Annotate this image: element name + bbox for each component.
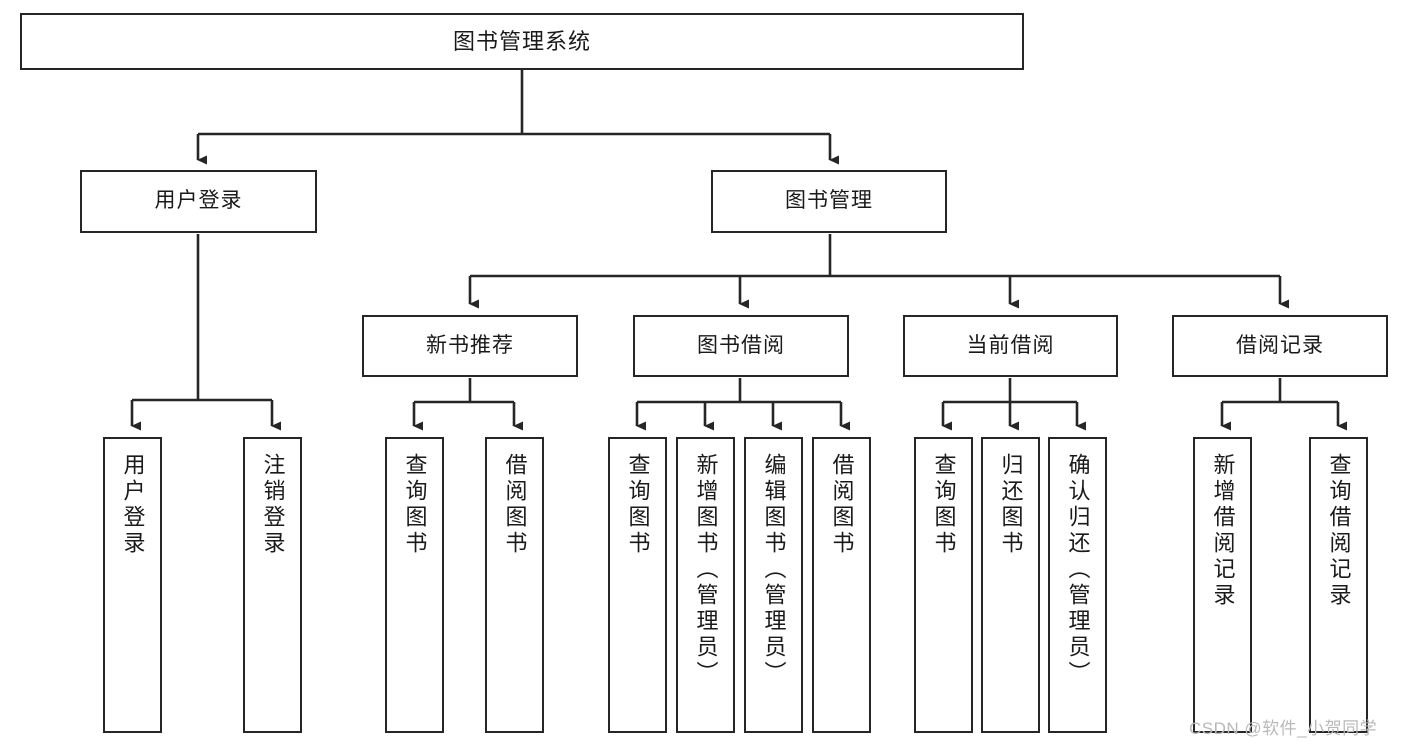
leaf-borrow-books-borrowing[interactable]: 借阅图书 [812,437,871,733]
node-label: 查询图书 [402,453,428,557]
node-label: 查询图书 [625,453,651,557]
leaf-confirm-return-admin[interactable]: 确认归还（管理员） [1048,437,1107,733]
node-label: 确认归还（管理员） [1065,453,1091,687]
leaf-query-books-borrowing[interactable]: 查询图书 [608,437,667,733]
node-label: 当前借阅 [966,333,1055,357]
node-book-management[interactable]: 图书管理 [711,170,947,233]
node-label: 归还图书 [998,453,1024,557]
node-label: 用户登录 [120,453,146,557]
node-label: 图书管理 [785,189,873,213]
leaf-add-book-admin[interactable]: 新增图书（管理员） [676,437,735,733]
node-new-book-recommendation[interactable]: 新书推荐 [362,315,578,377]
node-label: 借阅记录 [1236,333,1324,357]
leaf-user-login[interactable]: 用户登录 [103,437,162,733]
node-book-borrowing[interactable]: 图书借阅 [633,315,849,377]
node-label: 新增借阅记录 [1210,453,1236,609]
watermark-text: CSDN @软件_小贺同学 [1189,719,1378,738]
node-label: 图书管理系统 [452,28,591,54]
leaf-query-books-current[interactable]: 查询图书 [914,437,973,733]
node-root-book-management-system[interactable]: 图书管理系统 [20,13,1024,70]
leaf-return-books[interactable]: 归还图书 [981,437,1040,733]
node-label: 借阅图书 [829,453,855,557]
node-label: 借阅图书 [502,453,528,557]
node-label: 图书借阅 [697,333,785,357]
leaf-query-borrow-record[interactable]: 查询借阅记录 [1309,437,1368,733]
node-user-login[interactable]: 用户登录 [80,170,317,233]
node-borrowing-records[interactable]: 借阅记录 [1172,315,1388,377]
node-current-borrowing[interactable]: 当前借阅 [903,315,1118,377]
node-label: 新增图书（管理员） [693,453,719,687]
leaf-edit-book-admin[interactable]: 编辑图书（管理员） [744,437,803,733]
node-label: 编辑图书（管理员） [761,453,787,687]
node-label: 注销登录 [260,453,286,557]
leaf-add-borrow-record[interactable]: 新增借阅记录 [1193,437,1252,733]
node-label: 新书推荐 [426,333,514,357]
leaf-logout[interactable]: 注销登录 [243,437,302,733]
node-label: 查询借阅记录 [1326,453,1352,609]
leaf-query-books-recommendation[interactable]: 查询图书 [385,437,444,733]
node-label: 查询图书 [931,453,957,557]
node-label: 用户登录 [154,189,243,213]
leaf-borrow-books-recommendation[interactable]: 借阅图书 [485,437,544,733]
